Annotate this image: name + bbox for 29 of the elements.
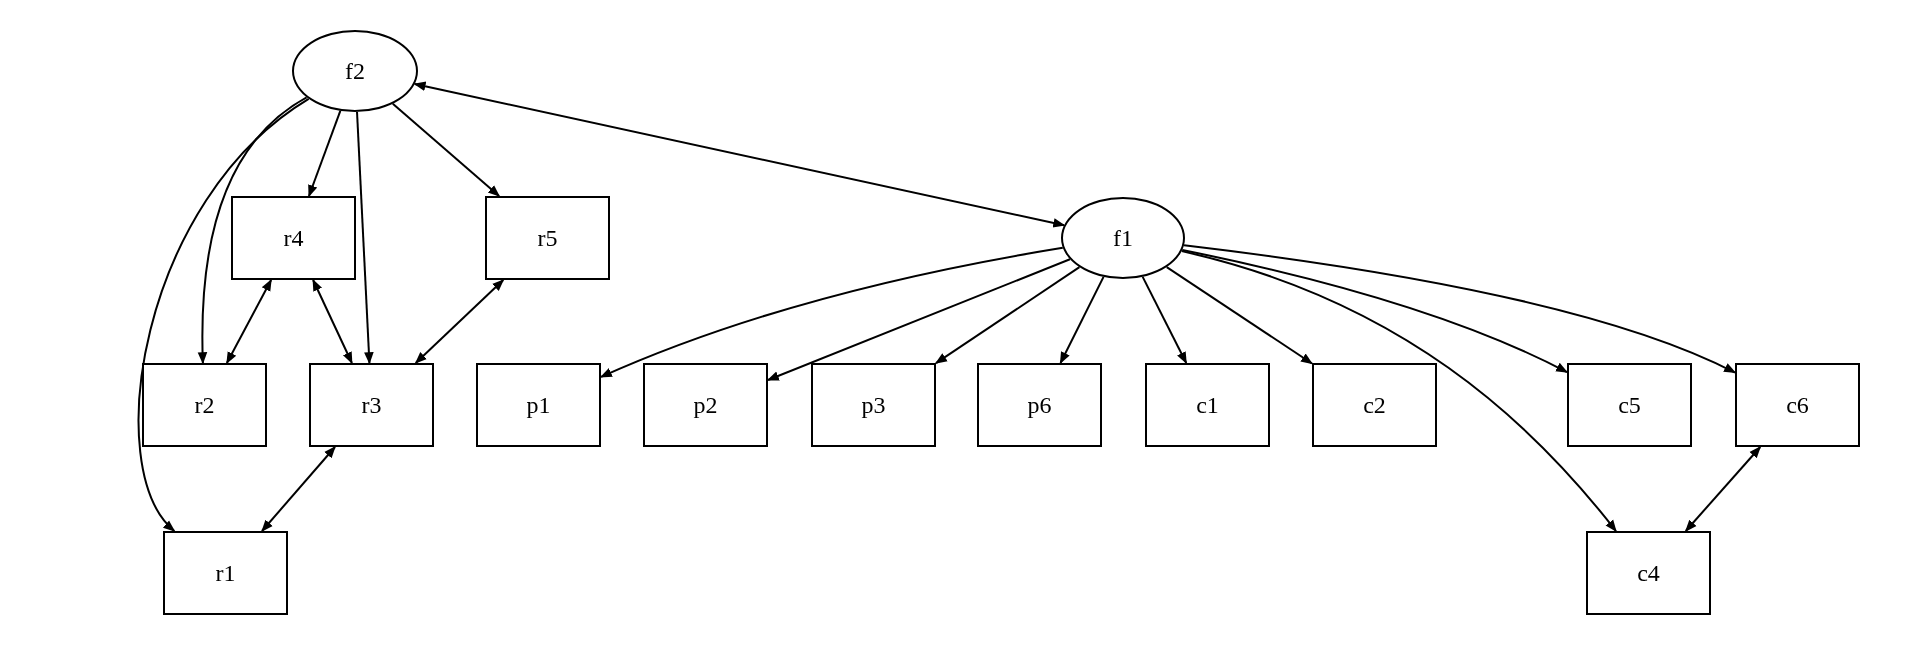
arrow <box>356 111 374 365</box>
arrow <box>1165 266 1313 365</box>
double-headed-arrow <box>312 278 353 365</box>
variable-box: r3 <box>309 363 434 447</box>
double-headed-arrow <box>414 279 505 364</box>
variable-box: r1 <box>163 531 288 615</box>
variable-box: c5 <box>1567 363 1692 447</box>
arrow <box>935 266 1081 365</box>
variable-box: c1 <box>1145 363 1270 447</box>
double-headed-arrow <box>225 278 273 365</box>
variable-box: c6 <box>1735 363 1860 447</box>
arrow <box>197 96 308 365</box>
arrow <box>307 109 342 198</box>
variable-box: r2 <box>142 363 267 447</box>
factor-ellipse: f2 <box>292 30 418 112</box>
factor-ellipse: f1 <box>1061 197 1185 279</box>
double-headed-arrow <box>1684 446 1762 532</box>
arrow <box>391 102 501 197</box>
variable-box: r5 <box>485 196 610 280</box>
variable-box: c4 <box>1586 531 1711 615</box>
double-headed-arrow <box>261 446 336 532</box>
variable-box: p2 <box>643 363 768 447</box>
variable-box: p1 <box>476 363 601 447</box>
variable-box: p6 <box>977 363 1102 447</box>
variable-box: r4 <box>231 196 356 280</box>
variable-box: c2 <box>1312 363 1437 447</box>
variable-box: p3 <box>811 363 936 447</box>
arrow <box>137 97 310 532</box>
arrow <box>1183 244 1737 374</box>
